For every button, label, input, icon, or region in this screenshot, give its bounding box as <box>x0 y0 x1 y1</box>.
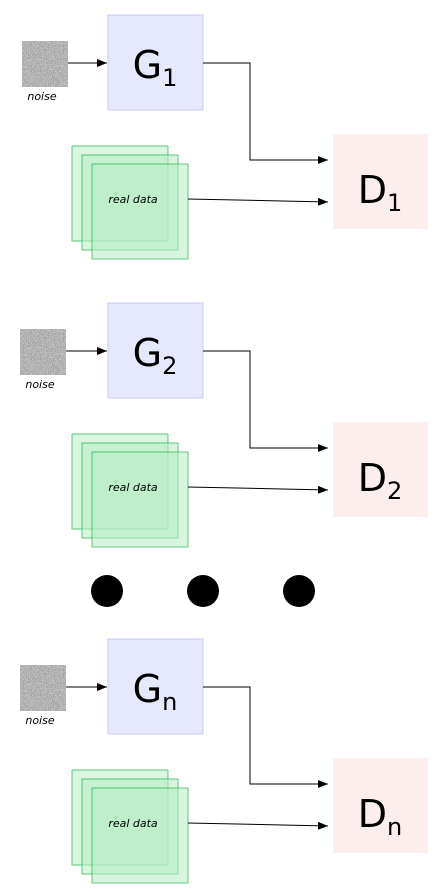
discriminator-box <box>333 422 428 517</box>
generator-subscript: 1 <box>162 64 177 92</box>
discriminator-label: Dn <box>358 792 402 841</box>
generator-subscript: n <box>162 688 177 716</box>
generator-label: Gn <box>133 667 178 716</box>
discriminator-letter: D <box>358 168 387 212</box>
discriminator-box <box>333 134 428 229</box>
ellipsis-dot-3 <box>283 575 315 607</box>
real-data-sample-3 <box>91 787 189 884</box>
noise-label: noise <box>27 90 56 103</box>
generator-to-discriminator-arrow <box>203 62 328 164</box>
real-data-to-discriminator-arrow <box>187 485 329 494</box>
discriminator-letter: D <box>358 456 387 500</box>
real-data-label: real data <box>108 193 158 206</box>
discriminator-subscript: 2 <box>387 477 402 505</box>
discriminator-subscript: n <box>387 813 402 841</box>
real-data-label: real data <box>108 817 158 830</box>
discriminator-box <box>333 758 428 853</box>
noise-image <box>22 41 68 87</box>
generator-box <box>107 302 204 399</box>
real-data-to-discriminator-arrow <box>187 197 329 206</box>
real-data-to-discriminator-arrow <box>187 821 329 830</box>
noise-label: noise <box>25 378 54 391</box>
real-data-sample-3 <box>91 451 189 548</box>
noise-image <box>20 329 66 375</box>
generator-to-discriminator-arrow <box>203 350 328 452</box>
generator-to-discriminator-arrow <box>203 686 328 788</box>
generator-subscript: 2 <box>162 352 177 380</box>
discriminator-label: D2 <box>358 456 403 505</box>
block-3: noise Gn real data Dn <box>20 638 428 884</box>
generator-label: G1 <box>133 43 178 92</box>
real-data-sample-3 <box>91 163 189 260</box>
generator-box <box>107 638 204 735</box>
generator-label: G2 <box>133 331 178 380</box>
discriminator-label: D1 <box>358 168 403 217</box>
ellipsis-dot-1 <box>91 575 123 607</box>
real-data-label: real data <box>108 481 158 494</box>
ellipsis-dots <box>91 575 315 607</box>
noise-label: noise <box>25 714 54 727</box>
discriminator-subscript: 1 <box>387 189 402 217</box>
generator-letter: G <box>133 667 162 711</box>
generator-box <box>107 14 204 111</box>
noise-image <box>20 665 66 711</box>
generator-letter: G <box>133 331 162 375</box>
discriminator-letter: D <box>358 792 387 836</box>
generator-letter: G <box>133 43 162 87</box>
ellipsis-dot-2 <box>187 575 219 607</box>
